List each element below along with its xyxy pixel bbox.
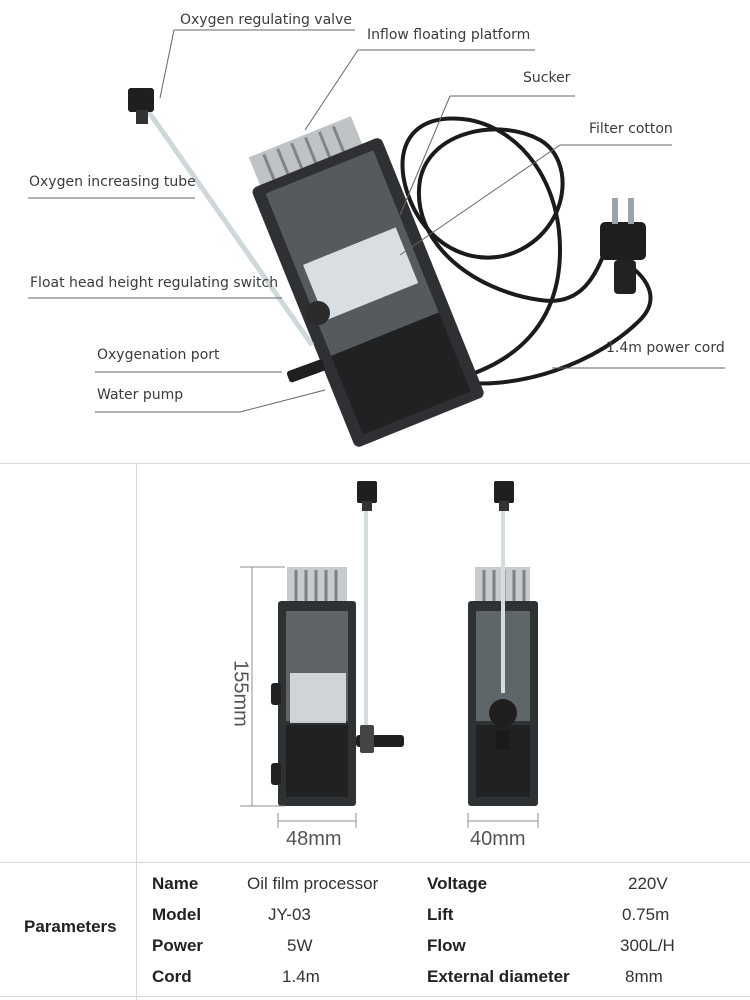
width-dimension-line-side — [277, 813, 357, 828]
param-key-name: Name — [152, 874, 199, 893]
power-plug-illustration — [600, 198, 646, 294]
front-view-illustration — [468, 481, 538, 806]
processor-body-illustration — [248, 116, 484, 447]
parameters-title: Parameters — [24, 917, 117, 936]
valve-knob-illustration — [128, 88, 154, 124]
side-view-illustration — [271, 481, 404, 806]
callout-oxygen-tube: Oxygen increasing tube — [29, 174, 196, 190]
callout-oxygenation-port: Oxygenation port — [97, 347, 220, 363]
param-value-external-diameter: 8mm — [625, 967, 663, 986]
callout-sucker: Sucker — [523, 70, 571, 86]
param-value-name: Oil film processor — [247, 874, 379, 893]
callout-oxygen-valve: Oxygen regulating valve — [180, 12, 352, 28]
param-key-model: Model — [152, 905, 202, 924]
oxygenation-port-illustration — [286, 301, 330, 383]
callout-water-pump: Water pump — [97, 387, 184, 403]
param-key-power: Power — [152, 936, 204, 955]
param-key-flow: Flow — [427, 936, 466, 955]
height-dimension-line — [240, 566, 285, 807]
power-cord-illustration — [400, 116, 653, 386]
callout-power-cord: 1.4m power cord — [606, 340, 725, 356]
param-value-model: JY-03 — [268, 905, 311, 924]
param-key-lift: Lift — [427, 905, 454, 924]
param-key-external-diameter: External diameter — [427, 967, 570, 986]
param-value-voltage: 220V — [628, 874, 668, 893]
front-width-dimension-label: 40mm — [470, 828, 526, 850]
callout-filter-cotton: Filter cotton — [589, 121, 673, 137]
param-key-voltage: Voltage — [427, 874, 488, 893]
parameters-table-bottom-border — [0, 996, 750, 997]
side-width-dimension-label: 48mm — [286, 828, 342, 850]
width-dimension-line-front — [467, 813, 539, 828]
param-value-cord: 1.4m — [282, 967, 320, 986]
param-value-flow: 300L/H — [620, 936, 675, 955]
callout-float-switch: Float head height regulating switch — [30, 275, 279, 291]
product-photo-illustration — [28, 29, 725, 447]
section-divider-vertical — [136, 463, 137, 1000]
callout-leader-lines — [28, 29, 725, 413]
param-value-lift: 0.75m — [622, 905, 670, 924]
parameters-table-top-border — [0, 862, 750, 863]
param-key-cord: Cord — [152, 967, 192, 986]
param-value-power: 5W — [287, 936, 313, 955]
height-dimension-label: 155mm — [229, 660, 252, 727]
dimension-drawing — [240, 481, 539, 828]
section-divider-top — [0, 463, 750, 464]
callout-inflow-platform: Inflow floating platform — [367, 27, 531, 43]
